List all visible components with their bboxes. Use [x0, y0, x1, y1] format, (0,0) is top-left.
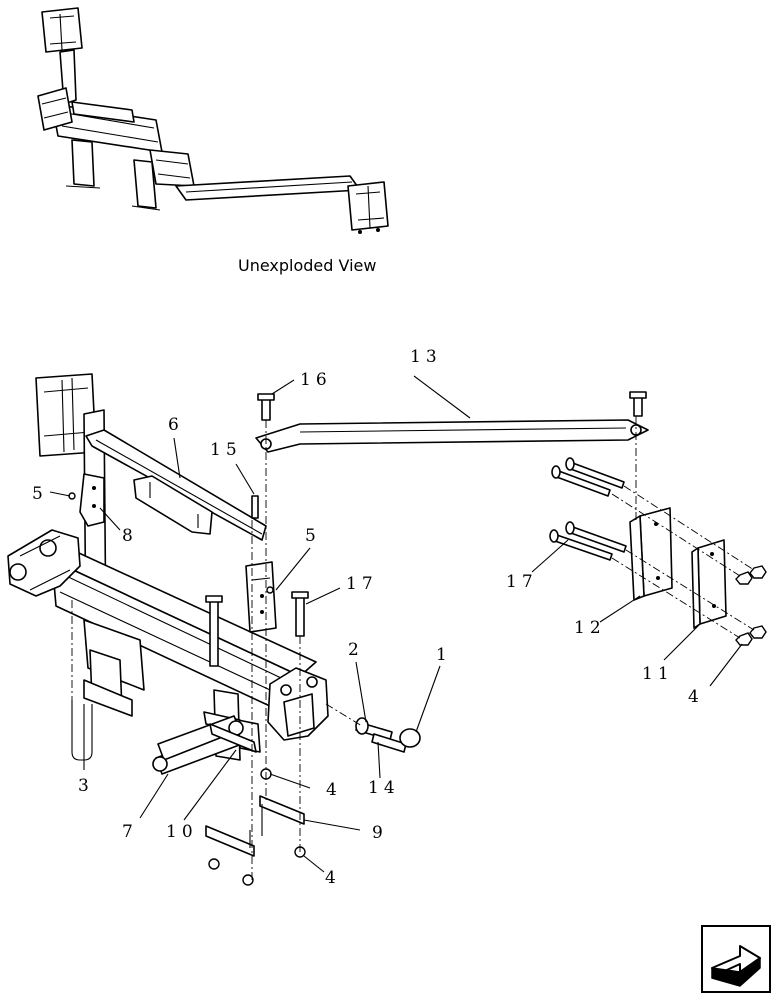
bolt-part-15 [251, 495, 259, 519]
callout-14: 14 [368, 778, 400, 798]
plate-part-12 [639, 507, 673, 597]
leader-lines [49, 375, 743, 873]
bolt-part-16 [261, 397, 271, 421]
tie-bar-part-13 [255, 419, 649, 453]
callout-4-top: 4 [326, 780, 342, 800]
left-hitch-plates [7, 529, 81, 597]
callout-labels: 13 16 6 15 5 8 5 17 17 12 2 1 11 4 3 4 1… [32, 347, 704, 888]
callout-5-right: 5 [305, 526, 321, 546]
unexploded-view-caption: Unexploded View [238, 256, 376, 275]
callout-11: 11 [642, 664, 674, 684]
callout-10: 10 [166, 822, 198, 842]
callout-6: 6 [168, 415, 184, 435]
next-page-arrow-icon[interactable] [701, 925, 771, 993]
callout-17-left: 17 [346, 574, 378, 594]
callout-3: 3 [78, 776, 94, 796]
callout-15: 15 [210, 440, 242, 460]
callout-8: 8 [122, 526, 138, 546]
callout-13: 13 [410, 347, 442, 367]
strap-part-10 [209, 723, 257, 753]
callout-1: 1 [436, 645, 452, 665]
bolt-17-right [549, 457, 627, 561]
callout-2: 2 [348, 640, 364, 660]
plate-part-8 [79, 473, 105, 527]
callout-17-right: 17 [506, 572, 538, 592]
bolt-17-left [205, 591, 309, 667]
exploded-assembly [7, 373, 767, 886]
callout-7: 7 [122, 822, 138, 842]
callout-5-left: 5 [32, 484, 48, 504]
centerlines [71, 416, 755, 884]
callout-12: 12 [574, 618, 606, 638]
u-bolt-part-3 [71, 700, 93, 761]
callout-4-right: 4 [688, 687, 704, 707]
pin-part-1 [371, 733, 407, 753]
unexploded-assembly [37, 7, 389, 234]
callout-4-bottom: 4 [325, 868, 341, 888]
callout-9: 9 [372, 823, 388, 843]
clamp-plate-part-9 [259, 795, 305, 825]
callout-16: 16 [300, 370, 332, 390]
